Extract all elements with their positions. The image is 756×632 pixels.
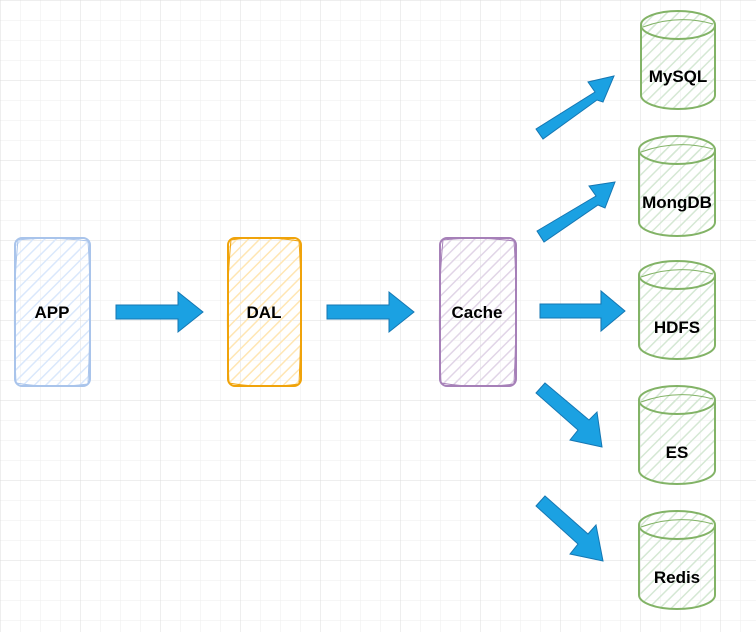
cache-node[interactable]: Cache bbox=[438, 237, 517, 387]
arrow-cache-to-redis bbox=[535, 495, 604, 562]
store-mongdb[interactable]: MongDB bbox=[638, 135, 716, 237]
store-label-redis: Redis bbox=[654, 568, 700, 587]
store-label-mongdb: MongDB bbox=[642, 193, 712, 212]
arrow-cache-to-mongdb bbox=[536, 181, 616, 243]
arrow-cache-to-hdfs bbox=[539, 289, 626, 333]
dal-label: DAL bbox=[247, 303, 282, 322]
store-mysql[interactable]: MySQL bbox=[640, 10, 716, 110]
app-node[interactable]: APP bbox=[13, 237, 91, 387]
arrow-app-to-dal bbox=[115, 290, 204, 334]
arrow-cache-to-es bbox=[535, 382, 603, 448]
store-label-mysql: MySQL bbox=[649, 67, 708, 86]
store-hdfs[interactable]: HDFS bbox=[638, 260, 716, 360]
dal-node[interactable]: DAL bbox=[226, 237, 302, 387]
store-label-es: ES bbox=[666, 443, 689, 462]
store-es[interactable]: ES bbox=[638, 385, 716, 485]
store-label-hdfs: HDFS bbox=[654, 318, 700, 337]
store-redis[interactable]: Redis bbox=[638, 510, 716, 610]
app-label: APP bbox=[35, 303, 70, 322]
arrow-dal-to-cache bbox=[326, 290, 415, 334]
cache-label: Cache bbox=[451, 303, 502, 322]
arrow-cache-to-mysql bbox=[535, 75, 615, 140]
